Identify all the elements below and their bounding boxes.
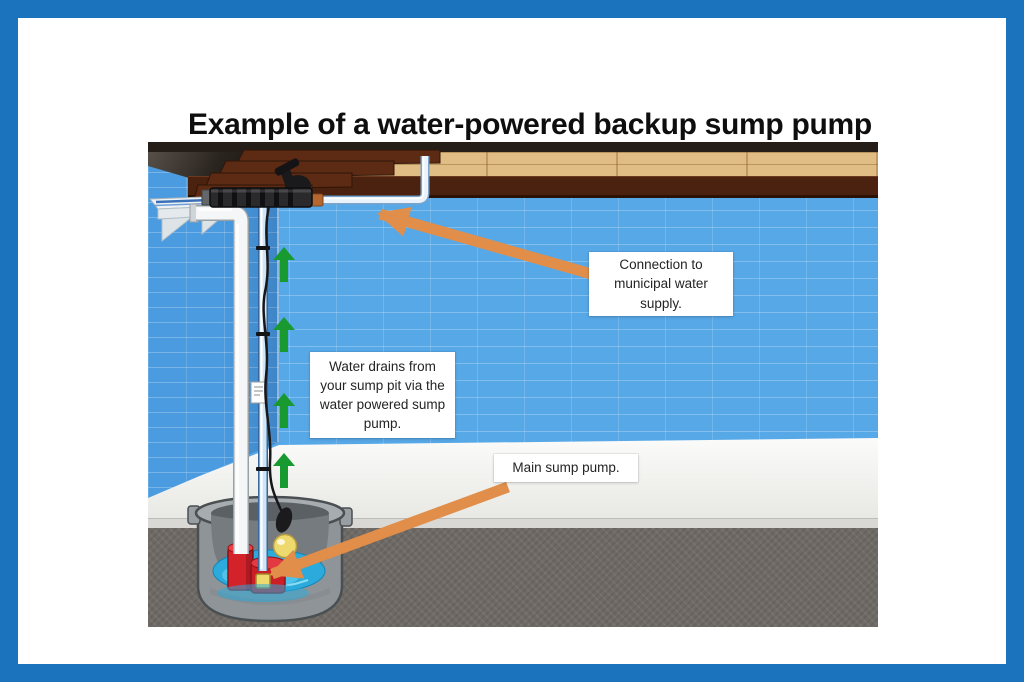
municipal-water-pipe [309,156,430,207]
label-main-sump-pump: Main sump pump. [494,454,638,482]
page-title: Example of a water-powered backup sump p… [188,108,872,141]
floor-joists [193,149,441,201]
backup-pump-unit [201,158,313,208]
flow-arrow [273,393,295,428]
diagram-graphics [148,149,597,623]
float-cable [262,205,293,533]
wall-corner-line [277,196,279,442]
backup-suction-pipe [250,202,270,571]
municipal-arrow [376,206,597,281]
flow-arrows [273,247,295,488]
slab-edge [148,518,878,528]
float-switch [275,507,293,533]
sump-pump-illustration: Connection to municipal water supply. Wa… [148,142,878,627]
float-ball [272,533,298,559]
pipe-tag [250,381,267,404]
label-water-drains: Water drains from your sump pit via the … [310,352,455,438]
discharge-pipe [189,203,249,554]
flow-arrow [273,317,295,352]
flow-arrow [273,453,295,488]
ceiling-band [148,142,878,152]
callout-arrows [268,206,597,580]
label-municipal-water: Connection to municipal water supply. [589,252,733,316]
rim-joist [188,176,878,198]
main-pump-arrow [268,481,510,580]
flow-arrow [273,247,295,282]
wood-subfloor [356,152,878,176]
